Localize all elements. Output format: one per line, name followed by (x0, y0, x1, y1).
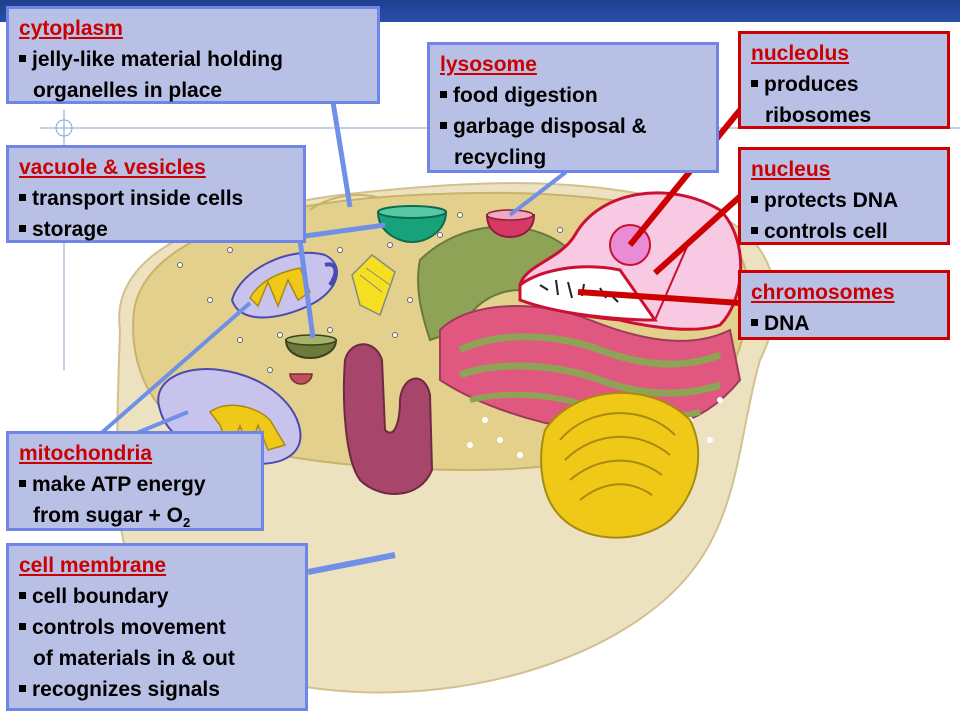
bullet-icon (19, 224, 26, 232)
label-cytoplasm: cytoplasm jelly-like material holding or… (6, 6, 380, 104)
label-title: lysosome (440, 53, 537, 76)
label-vacuole-vesicles: vacuole & vesicles transport inside cell… (6, 145, 306, 243)
label-title: cell membrane (19, 554, 167, 577)
label-item: protects DNA (764, 189, 899, 212)
label-item: jelly-like material holding (32, 48, 283, 71)
label-item: cell boundary (32, 585, 169, 608)
label-title: vacuole & vesicles (19, 156, 206, 179)
label-nucleolus: nucleolus produces ribosomes (738, 31, 950, 129)
smooth-er (342, 343, 434, 495)
leader-lysosome (508, 170, 568, 217)
bullet-icon (751, 195, 758, 203)
label-item: recycling (454, 146, 547, 169)
label-item: controls movement (32, 616, 226, 639)
label-title: chromosomes (751, 281, 895, 304)
subscript: 2 (182, 515, 191, 531)
label-item: transport inside cells (32, 187, 244, 210)
label-item: DNA (764, 312, 810, 335)
bullet-icon (19, 591, 26, 599)
label-item: storage (32, 218, 108, 241)
label-title: mitochondria (19, 442, 153, 465)
golgi-apparatus (540, 391, 700, 539)
leader-vacuole (304, 222, 386, 239)
bullet-icon (751, 226, 758, 234)
bullet-icon (440, 90, 447, 98)
label-title: nucleus (751, 158, 831, 181)
leader-membrane (307, 552, 396, 575)
bullet-icon (19, 684, 26, 692)
bullet-icon (19, 622, 26, 630)
label-item: ribosomes (765, 104, 872, 127)
label-mitochondria: mitochondria make ATP energy from sugar … (6, 431, 264, 531)
bullet-icon (440, 121, 447, 129)
label-item: controls cell (764, 220, 888, 243)
label-lysosome: lysosome food digestion garbage disposal… (427, 42, 719, 173)
label-item: garbage disposal & (453, 115, 647, 138)
label-title: cytoplasm (19, 17, 123, 40)
label-item: of materials in & out (33, 647, 235, 670)
leader-lines (80, 101, 748, 575)
label-cell-membrane: cell membrane cell boundary controls mov… (6, 543, 308, 711)
label-item: organelles in place (33, 79, 223, 102)
bullet-icon (19, 193, 26, 201)
label-item: make ATP energy (32, 473, 206, 496)
lysosome (485, 214, 536, 239)
guide-circle (55, 119, 73, 137)
bullet-icon (19, 479, 26, 487)
bullet-icon (19, 54, 26, 62)
bullet-icon (751, 318, 758, 326)
label-item: from sugar + O (33, 504, 183, 527)
vesicle-small (289, 373, 313, 385)
centriole (351, 254, 396, 317)
label-item: recognizes signals (32, 678, 220, 701)
label-item: produces (764, 73, 859, 96)
leader-chromosomes (577, 289, 741, 306)
leader-nucleolus (627, 108, 743, 247)
label-nucleus: nucleus protects DNA controls cell (738, 147, 950, 245)
leader-cytoplasm (330, 101, 353, 208)
mitochondrion (230, 251, 338, 319)
label-chromosomes: chromosomes DNA (738, 270, 950, 340)
leader-vesicle (297, 239, 316, 339)
bullet-icon (751, 79, 758, 87)
leader-mitochondria-1 (80, 301, 252, 452)
label-item: food digestion (453, 84, 598, 107)
vacuole-top (377, 205, 447, 219)
label-title: nucleolus (751, 42, 850, 65)
cytoplasm-edge (309, 194, 381, 211)
leader-nucleus (652, 189, 748, 276)
